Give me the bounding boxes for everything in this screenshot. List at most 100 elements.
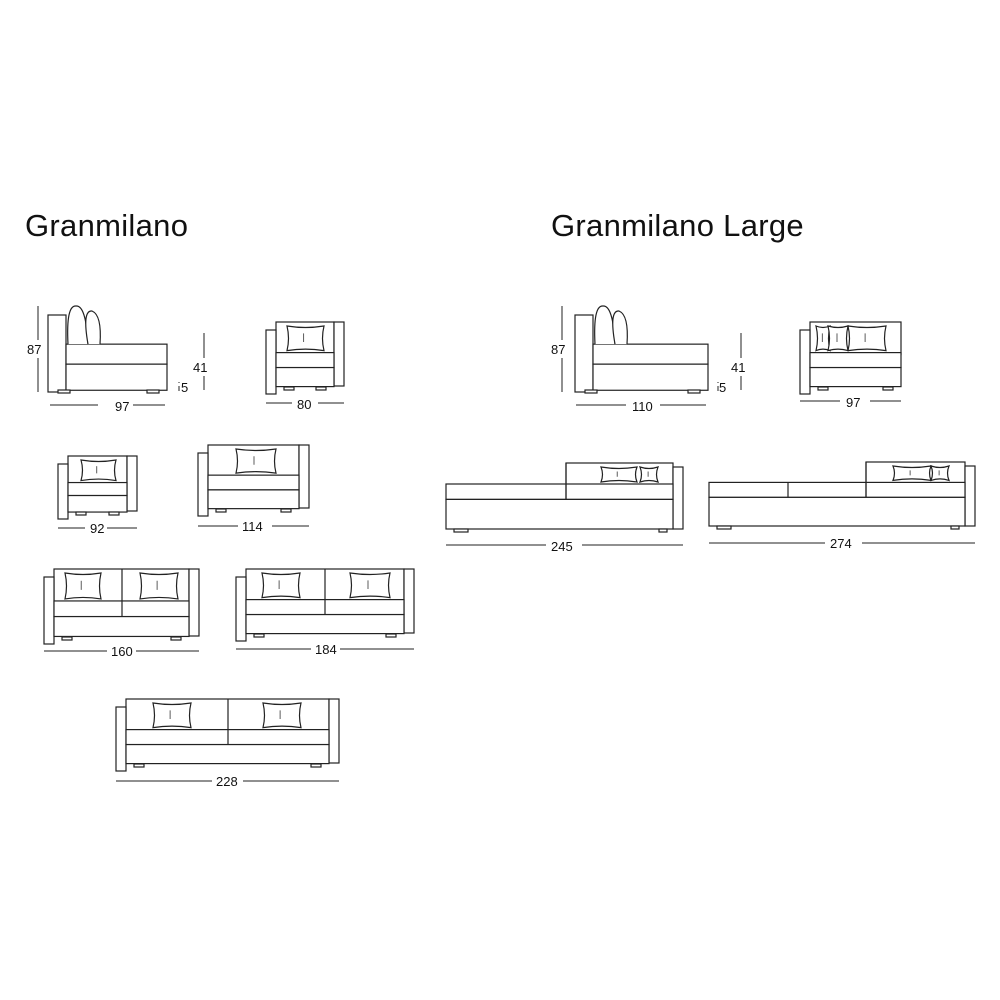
collection-title-granmilano-large: Granmilano Large bbox=[551, 208, 804, 243]
foot bbox=[146, 389, 160, 394]
chaise-sofa-front-view bbox=[708, 461, 976, 530]
foot bbox=[215, 508, 227, 513]
armrest bbox=[265, 329, 277, 395]
dim-width-92: 92 bbox=[90, 521, 104, 536]
pillow bbox=[261, 572, 301, 599]
backrest bbox=[47, 314, 67, 393]
pillow bbox=[67, 305, 89, 345]
dim-width-245: 245 bbox=[551, 539, 573, 554]
foot bbox=[57, 389, 71, 394]
pillow bbox=[827, 325, 849, 352]
base bbox=[445, 498, 674, 530]
base bbox=[592, 363, 709, 391]
foot bbox=[170, 636, 182, 641]
foot bbox=[75, 511, 87, 516]
dim-width-228: 228 bbox=[216, 774, 238, 789]
seat-cushion bbox=[65, 343, 168, 365]
foot bbox=[61, 636, 73, 641]
pillow bbox=[64, 572, 102, 600]
dim-width-97: 97 bbox=[846, 395, 860, 410]
dim-height-right: 87 bbox=[551, 342, 565, 357]
base bbox=[53, 615, 190, 638]
base bbox=[809, 366, 902, 388]
foot bbox=[584, 389, 598, 394]
pillow bbox=[612, 310, 628, 345]
pillow bbox=[600, 466, 638, 483]
pillow bbox=[594, 305, 616, 345]
pillow bbox=[80, 459, 117, 482]
pillow bbox=[235, 448, 277, 474]
base bbox=[275, 366, 335, 388]
pillow bbox=[892, 465, 932, 482]
foot bbox=[253, 633, 265, 638]
pillow bbox=[815, 324, 831, 352]
sofa-side-view bbox=[47, 305, 168, 394]
dim-height-left: 87 bbox=[27, 342, 41, 357]
seat-cushion bbox=[708, 481, 966, 498]
seat-cushion bbox=[809, 352, 902, 369]
armrest bbox=[672, 466, 684, 530]
sofa-front-view bbox=[235, 568, 415, 642]
pillow bbox=[929, 465, 951, 482]
armrest bbox=[126, 455, 138, 512]
seat-cushion bbox=[445, 483, 674, 500]
base bbox=[708, 496, 966, 527]
dim-feet-left: 5 bbox=[181, 380, 188, 395]
armrest bbox=[115, 706, 127, 772]
sofa-front-view bbox=[57, 455, 138, 520]
base bbox=[67, 494, 128, 513]
dim-depth-left: 97 bbox=[115, 399, 129, 414]
foot bbox=[315, 386, 327, 391]
seat-cushion bbox=[207, 474, 300, 491]
pillow bbox=[638, 466, 660, 483]
pillow bbox=[349, 572, 391, 599]
pillow bbox=[262, 702, 302, 729]
dim-width-184: 184 bbox=[315, 642, 337, 657]
armrest bbox=[799, 329, 811, 395]
pillow bbox=[85, 310, 101, 345]
base bbox=[207, 489, 300, 510]
armrest bbox=[298, 444, 310, 509]
sofa-front-view bbox=[799, 321, 902, 395]
pillow bbox=[152, 702, 192, 729]
foot bbox=[882, 386, 894, 391]
seat-cushion bbox=[592, 343, 709, 365]
armrest bbox=[964, 465, 976, 527]
dim-seat-height-right: 41 bbox=[731, 360, 745, 375]
sofa-side-view bbox=[574, 305, 709, 394]
armrest bbox=[188, 568, 200, 637]
dim-feet-right: 5 bbox=[719, 380, 726, 395]
base bbox=[125, 743, 330, 765]
sofa-front-view bbox=[43, 568, 200, 645]
foot bbox=[280, 508, 292, 513]
dim-width-160: 160 bbox=[111, 644, 133, 659]
backrest bbox=[574, 314, 594, 393]
armrest bbox=[328, 698, 340, 764]
dim-seat-height-left: 41 bbox=[193, 360, 207, 375]
dim-width-274: 274 bbox=[830, 536, 852, 551]
foot bbox=[716, 525, 732, 530]
pillow bbox=[139, 572, 179, 600]
collection-title-granmilano: Granmilano bbox=[25, 208, 189, 243]
base bbox=[65, 363, 168, 391]
sofa-front-view bbox=[197, 444, 310, 517]
armrest bbox=[333, 321, 345, 387]
foot bbox=[108, 511, 120, 516]
foot bbox=[687, 389, 701, 394]
pillow bbox=[286, 325, 325, 352]
base bbox=[245, 613, 405, 635]
pillow bbox=[847, 325, 887, 352]
foot bbox=[453, 528, 469, 533]
foot bbox=[310, 763, 322, 768]
foot bbox=[817, 386, 829, 391]
foot bbox=[385, 633, 397, 638]
dim-depth-right: 110 bbox=[632, 399, 653, 414]
foot bbox=[658, 528, 668, 533]
chaise-sofa-front-view bbox=[445, 462, 684, 533]
dim-width-80: 80 bbox=[297, 397, 311, 412]
armrest bbox=[403, 568, 415, 634]
foot bbox=[283, 386, 295, 391]
armrest bbox=[43, 576, 55, 645]
armrest bbox=[57, 463, 69, 520]
